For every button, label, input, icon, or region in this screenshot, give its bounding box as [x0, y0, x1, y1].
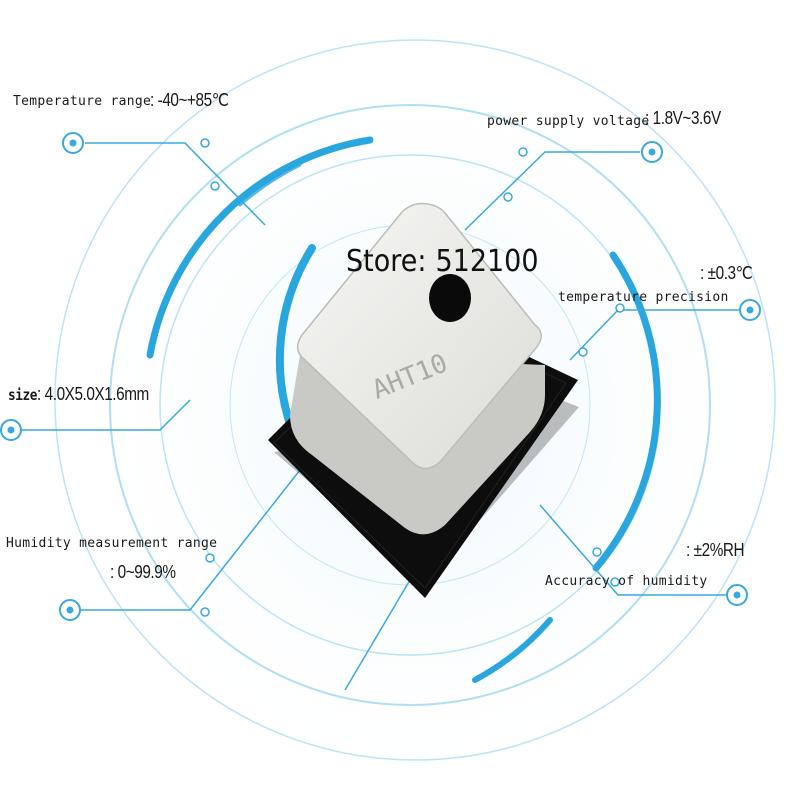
leader-size	[22, 399, 191, 431]
size-label: size	[8, 386, 38, 404]
target-icon	[59, 599, 81, 621]
target-icon	[739, 299, 761, 321]
accent-arc-right	[592, 251, 661, 572]
separator: :	[110, 562, 118, 582]
humidity-range-value: : 0~99.9%	[110, 562, 176, 583]
temperature-range-label: Temperature range	[13, 94, 152, 109]
size-spec: size: 4.0X5.0X1.6mm	[8, 384, 149, 405]
store-watermark: Store:512100	[346, 244, 539, 279]
target-icon	[0, 419, 22, 441]
humidity-range-label: Humidity measurement range	[6, 536, 218, 551]
endpoint-markers	[0, 132, 761, 621]
supply-voltage-text: 1.8V~3.6V	[652, 108, 721, 128]
separator: :	[37, 384, 45, 404]
sensor-hole	[429, 274, 471, 322]
leader-supply-voltage	[464, 151, 640, 231]
temperature-precision-value: : ±0.3℃	[700, 263, 753, 284]
accent-arc-upper-left	[146, 136, 374, 359]
temperature-range-text: -40~+85℃	[157, 90, 229, 110]
humidity-accuracy-label: Accuracy of humidity	[545, 574, 708, 589]
temperature-range-value: : -40~+85℃	[150, 90, 229, 111]
accent-arc-lower	[472, 617, 553, 683]
target-icon	[62, 132, 84, 154]
temperature-precision-label: temperature precision	[558, 290, 729, 305]
separator: :	[150, 90, 158, 110]
chip-cap-top	[296, 202, 542, 470]
leader-bottom	[344, 579, 411, 691]
target-icon	[641, 141, 663, 163]
supply-voltage-value: : 1.8V~3.6V	[645, 108, 721, 129]
leader-temperature-range	[85, 142, 266, 226]
decorative-rings	[54, 39, 776, 761]
humidity-range-text: 0~99.9%	[117, 562, 176, 582]
accent-arc-inner-left	[275, 244, 316, 434]
separator: :	[645, 108, 653, 128]
leader-humidity-range	[78, 469, 301, 611]
outer-ring	[54, 39, 776, 761]
size-value: 4.0X5.0X1.6mm	[44, 384, 150, 404]
separator: :	[686, 540, 694, 560]
store-number: 512100	[435, 244, 539, 279]
leader-humidity-accuracy	[539, 504, 730, 596]
temperature-precision-text: ±0.3℃	[707, 263, 753, 283]
store-label: Store:	[346, 244, 427, 279]
humidity-accuracy-text: ±2%RH	[693, 540, 745, 560]
middle-ring	[109, 104, 711, 706]
line-dots	[200, 138, 625, 617]
separator: :	[700, 263, 708, 283]
target-icon	[726, 584, 748, 606]
leader-lines	[22, 142, 745, 691]
supply-voltage-label: power supply voltage	[487, 114, 650, 129]
aht10-chip: AHT10	[268, 202, 579, 598]
humidity-accuracy-value: : ±2%RH	[686, 540, 745, 561]
